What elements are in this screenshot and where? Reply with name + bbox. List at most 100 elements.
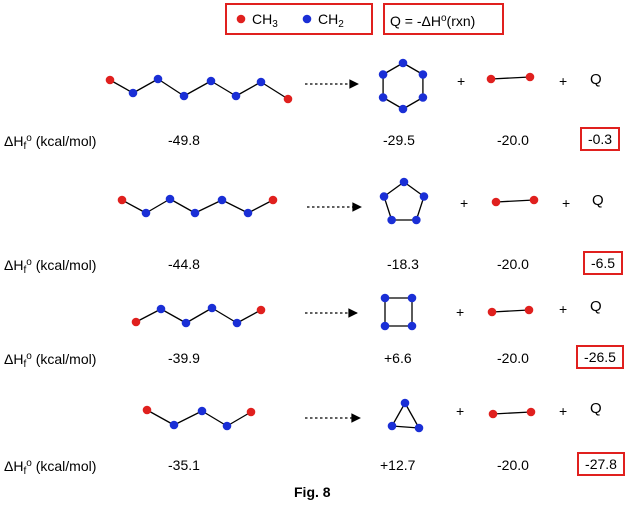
ch3-legend-dot [236,14,246,24]
legend-box [225,3,373,35]
bond [490,76,531,80]
ring-enthalpy: -29.5 [383,132,415,148]
bond [109,79,134,94]
ch2-atom [256,77,266,87]
ch2-atom [243,208,253,218]
ch3-atom [142,405,152,415]
ring-enthalpy: -18.3 [387,256,419,272]
plus-sign: + [562,195,571,211]
bond [226,411,252,427]
reactant-enthalpy: -49.8 [168,132,200,148]
ch2-atom [400,398,410,408]
ch2-atom [222,421,232,431]
ch2-atom [387,215,396,225]
legend-ch3-label: CH3 [252,11,278,30]
ch2-legend-dot [302,14,312,24]
plus-sign: + [457,73,466,89]
plus-sign: + [460,195,469,211]
bond [210,80,237,97]
ch2-atom [206,76,216,86]
ch2-atom [169,420,179,430]
ch2-atom [418,93,428,102]
ch2-atom [156,304,166,314]
bond [201,410,228,427]
figure-caption: Fig. 8 [294,484,331,500]
ch2-atom [231,91,241,101]
bond [160,308,187,324]
ethane-enthalpy: -20.0 [497,256,529,272]
bond [121,199,147,214]
plus-sign: + [456,403,465,419]
q-symbol: Q [590,400,602,417]
q-symbol: Q [590,298,602,315]
ch3-atom [256,305,266,315]
ch2-atom [407,321,417,331]
bond [146,409,175,426]
ch2-atom [378,70,388,79]
ch2-atom [190,208,200,218]
ch2-atom [165,194,175,204]
row-label: ΔHfo (kcal/mol) [4,351,97,370]
q-definition: Q = -ΔHo(rxn) [390,13,476,29]
ch3-atom [487,307,497,317]
plus-sign: + [559,73,568,89]
ch3-atom [486,74,496,84]
ethane-enthalpy: -20.0 [497,350,529,366]
bond [185,307,213,324]
ch3-atom [105,75,115,85]
ch3-atom [526,407,536,417]
ch2-atom [380,293,390,303]
ch2-atom [387,421,397,431]
ch2-atom [141,208,151,218]
bond [492,411,532,415]
ch2-atom [418,70,428,79]
ch3-atom [283,94,293,104]
q-symbol: Q [590,71,602,88]
ch3-atom [246,407,256,417]
ch3-atom [131,317,141,327]
ethane-enthalpy: -20.0 [497,457,529,473]
q-value-box: -26.5 [576,345,624,369]
reactant-enthalpy: -39.9 [168,350,200,366]
ch3-atom [491,197,501,207]
ch2-atom [398,58,408,68]
row-label: ΔHfo (kcal/mol) [4,458,97,477]
ch2-atom [153,74,163,84]
q-value-box: -27.8 [577,452,625,476]
bond [391,402,406,427]
ch2-atom [419,192,429,201]
ch2-atom [380,321,390,331]
ch2-atom [197,406,207,416]
ch3-atom [268,195,278,205]
bond [135,308,162,323]
bond [495,199,535,203]
ch2-atom [217,195,227,205]
ch2-atom [414,423,424,433]
ch2-atom [399,177,409,187]
plus-sign: + [559,301,568,317]
plus-sign: + [559,403,568,419]
q-value-box: -6.5 [583,251,623,275]
bond [132,78,159,94]
bond [173,410,203,426]
ch3-atom [488,409,498,419]
ch2-atom [128,88,138,98]
ch3-atom [525,72,535,82]
reactant-enthalpy: -35.1 [168,457,200,473]
ch2-atom [412,215,421,225]
bond [169,198,196,214]
bond [260,81,289,100]
ch2-atom [181,318,191,328]
bond [194,199,223,214]
q-value-box: -0.3 [580,127,620,151]
bond [491,309,530,313]
plus-sign: + [456,304,465,320]
bond [247,199,274,214]
row-label: ΔHfo (kcal/mol) [4,133,97,152]
ch2-atom [207,303,217,313]
bond [183,80,212,97]
ch2-atom [407,293,417,303]
ch2-atom [232,318,242,328]
reactant-enthalpy: -44.8 [168,256,200,272]
